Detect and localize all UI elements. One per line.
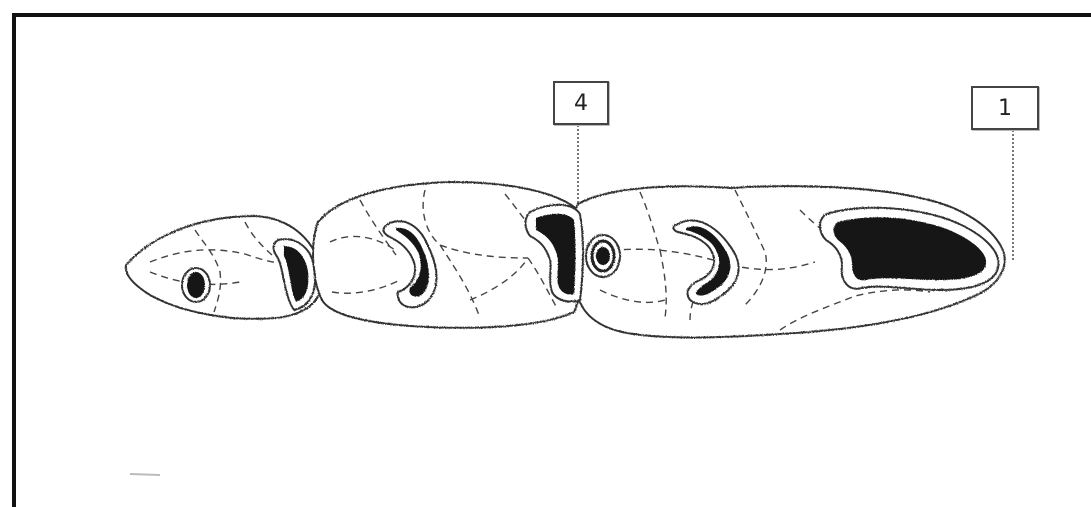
callout-label-1: 1 (971, 86, 1039, 130)
restoration-mark-premolar-1-mesial (182, 268, 210, 302)
callout-label-4-text: 4 (574, 91, 588, 116)
callout-label-1-text: 1 (998, 96, 1012, 121)
stray-mark (130, 474, 160, 475)
tooth-outline-second-premolar (313, 182, 585, 328)
restoration-mark-molar-mesial-pit (586, 235, 620, 277)
callout-label-4: 4 (553, 81, 609, 125)
